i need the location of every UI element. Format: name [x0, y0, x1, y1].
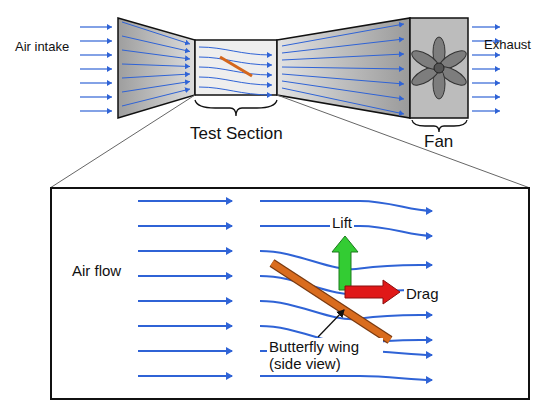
- zoom-line: [50, 95, 195, 188]
- part-label: Fan: [424, 132, 453, 152]
- flow-arrow: [199, 87, 272, 95]
- flow-arrow: [282, 24, 404, 46]
- fan-hub: [434, 63, 444, 73]
- butterfly-wing: [272, 263, 390, 340]
- butterfly-wing: [272, 263, 390, 340]
- section-label: Test Section: [190, 124, 283, 144]
- streamlines: [138, 201, 432, 380]
- bracket: [412, 120, 467, 132]
- callout-label: Butterfly wing (side view): [267, 338, 383, 373]
- diffuser: [277, 18, 410, 118]
- flow-arrow: [199, 47, 272, 55]
- flow-arrow: [199, 67, 272, 75]
- flow-arrow: [472, 26, 500, 27]
- bracket: [195, 100, 277, 116]
- flow-arrow: [472, 68, 500, 69]
- flow-arrow: [80, 96, 112, 97]
- streamline: [260, 201, 432, 211]
- force-label: Lift: [330, 214, 354, 231]
- flow-arrow: [80, 82, 112, 83]
- streamline: [260, 376, 432, 380]
- streamline: [138, 350, 232, 352]
- flow-arrow: [122, 89, 190, 106]
- inset-frame: [51, 188, 529, 399]
- flow-arrow: [472, 96, 500, 97]
- flow-arrow: [80, 54, 112, 55]
- flow-arrow: [122, 74, 190, 78]
- flow-arrow: [122, 82, 190, 93]
- flow-arrow: [122, 64, 190, 67]
- flow-arrow: [282, 74, 404, 84]
- lift-arrow: [332, 236, 358, 290]
- flow-arrow: [122, 50, 190, 59]
- flow-arrow: [282, 54, 404, 60]
- flow-arrow: [80, 40, 112, 41]
- streamline: [138, 225, 232, 227]
- drag-arrow: [345, 280, 400, 304]
- streamline: [138, 375, 232, 377]
- flow-label: Air flow: [72, 262, 121, 279]
- wing-small: [220, 57, 252, 76]
- streamline: [138, 200, 232, 202]
- flow-arrow: [472, 54, 500, 55]
- flow-arrow: [199, 77, 272, 85]
- flow-arrow: [282, 81, 404, 99]
- flow-arrow: [80, 68, 112, 69]
- streamline: [138, 275, 232, 277]
- streamline: [138, 250, 232, 252]
- flow-arrow: [282, 88, 404, 114]
- test-section: [195, 40, 277, 95]
- flow-arrow: [122, 36, 190, 52]
- flow-arrow: [80, 110, 112, 111]
- zoom-line: [277, 95, 530, 188]
- force-label: Drag: [404, 285, 441, 302]
- leader-line: [318, 310, 344, 337]
- flow-arrow: [282, 67, 404, 69]
- streamline: [138, 300, 232, 302]
- flow-arrow: [472, 82, 500, 83]
- flow-arrow: [122, 22, 190, 44]
- outlet-label: Exhaust: [484, 38, 531, 53]
- streamline: [138, 325, 232, 327]
- fan-housing: [410, 18, 468, 118]
- fan-blades: [409, 37, 469, 99]
- flow-arrow: [282, 39, 404, 53]
- inlet-label: Air intake: [15, 40, 69, 55]
- flow-arrow: [80, 26, 112, 27]
- flow-arrow: [472, 110, 500, 111]
- flow-arrow: [199, 57, 272, 65]
